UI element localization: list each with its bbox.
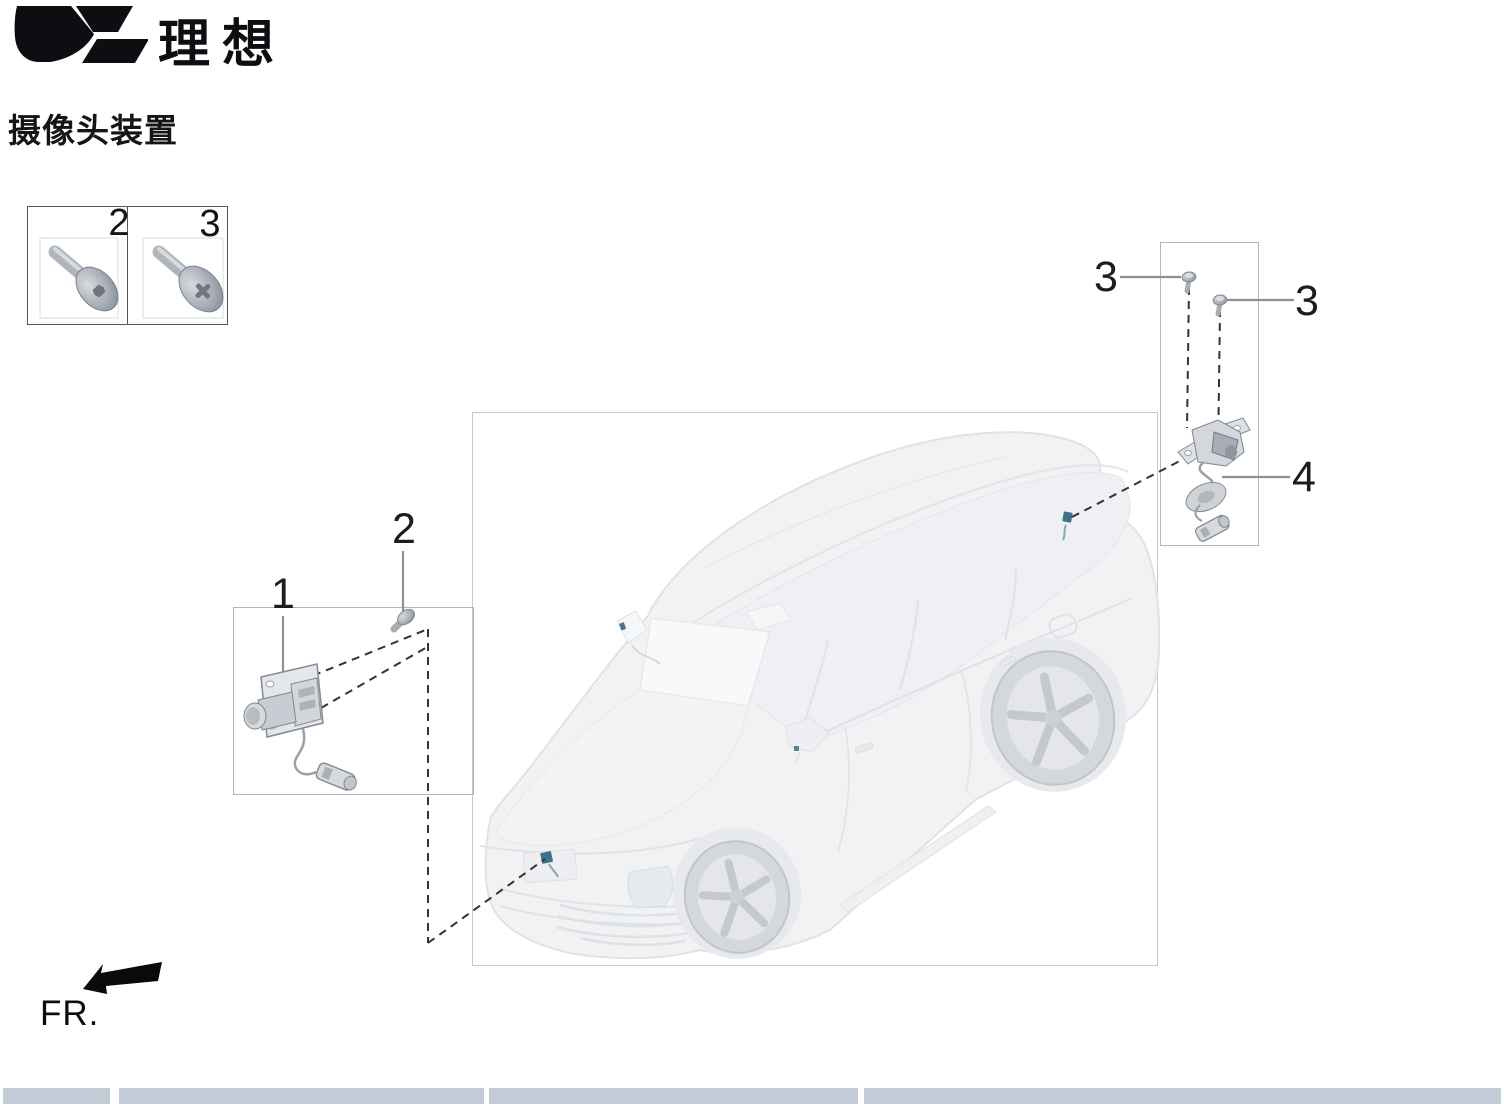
vehicle-diagram-frame <box>472 412 1158 966</box>
legend-number-2: 2 <box>108 202 130 244</box>
li-auto-mark <box>14 6 148 63</box>
callout-3b: 3 <box>1295 277 1319 325</box>
front-direction-arrow-icon <box>83 962 162 994</box>
page-title: 摄像头装置 <box>8 112 178 149</box>
part4-detail-frame <box>1160 242 1259 546</box>
legend-number-3: 3 <box>199 203 221 245</box>
callout-3a: 3 <box>1094 253 1118 301</box>
table-header-cell <box>3 1088 110 1104</box>
legend-cell-screw3 <box>127 207 227 324</box>
table-header-cell <box>489 1088 858 1104</box>
callout-2: 2 <box>392 505 416 553</box>
fastener-legend-box <box>27 206 228 325</box>
front-direction-label: FR. <box>40 994 100 1033</box>
brand-name: 理想 <box>158 16 287 74</box>
callout-4: 4 <box>1292 453 1316 501</box>
callout-1: 1 <box>271 570 295 618</box>
table-header-cell <box>864 1088 1501 1104</box>
li-auto-logo <box>14 6 148 63</box>
part1-detail-frame <box>233 607 474 795</box>
table-header-cell <box>119 1088 484 1104</box>
